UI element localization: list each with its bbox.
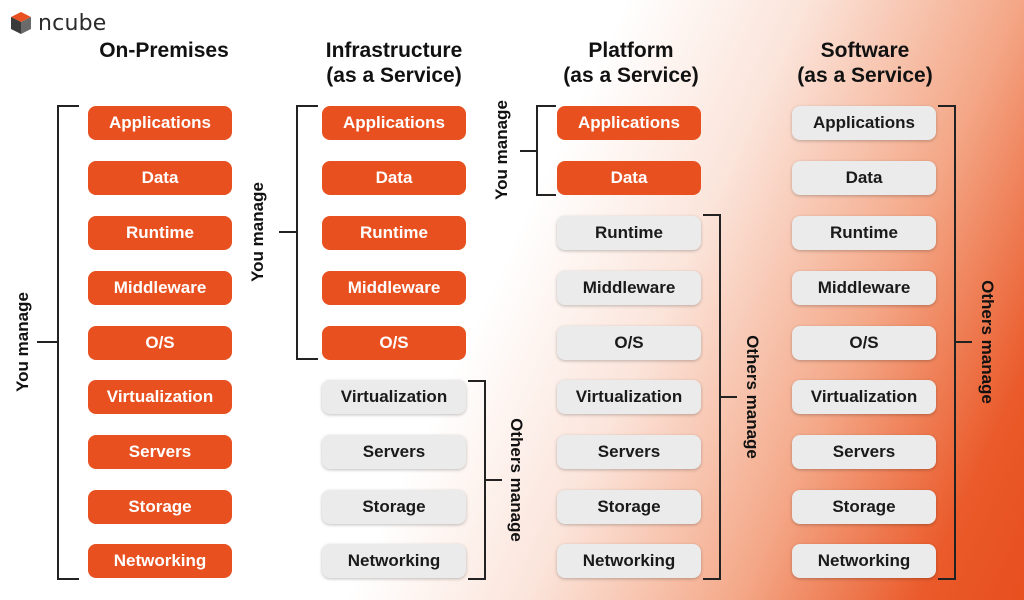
ncube-logo: ncube <box>10 10 106 36</box>
layer-paas-virtualization: Virtualization <box>557 380 701 414</box>
bracket-saas-others <box>938 105 956 580</box>
bracket-iaas-others <box>468 380 486 580</box>
layer-saas-o-s: O/S <box>792 326 936 360</box>
layer-iaas-middleware: Middleware <box>322 271 466 305</box>
layer-onprem-networking: Networking <box>88 544 232 578</box>
title-on-premises: On-Premises <box>49 38 279 63</box>
layer-saas-virtualization: Virtualization <box>792 380 936 414</box>
layer-onprem-o-s: O/S <box>88 326 232 360</box>
label-onprem-you-manage: You manage <box>13 292 32 392</box>
label-iaas-you-manage: You manage <box>248 182 267 282</box>
layer-onprem-runtime: Runtime <box>88 216 232 250</box>
layer-paas-runtime: Runtime <box>557 216 701 250</box>
title-saas: Software (as a Service) <box>750 38 980 88</box>
layer-onprem-applications: Applications <box>88 106 232 140</box>
bracket-tick <box>37 341 57 343</box>
layer-saas-storage: Storage <box>792 490 936 524</box>
layer-onprem-storage: Storage <box>88 490 232 524</box>
title-paas: Platform (as a Service) <box>516 38 746 88</box>
layer-saas-data: Data <box>792 161 936 195</box>
brand-name: ncube <box>38 10 107 36</box>
layer-iaas-applications: Applications <box>322 106 466 140</box>
layer-iaas-virtualization: Virtualization <box>322 380 466 414</box>
label-saas-others-manage: Others manage <box>978 280 997 404</box>
bracket-paas-you <box>536 105 556 196</box>
bracket-tick <box>520 150 536 152</box>
bracket-tick <box>279 231 296 233</box>
layer-saas-runtime: Runtime <box>792 216 936 250</box>
bracket-onprem-you <box>57 105 79 580</box>
bracket-tick <box>486 479 502 481</box>
layer-paas-applications: Applications <box>557 106 701 140</box>
layer-paas-data: Data <box>557 161 701 195</box>
layer-paas-storage: Storage <box>557 490 701 524</box>
label-paas-others-manage: Others manage <box>743 335 762 459</box>
label-iaas-others-manage: Others manage <box>507 418 526 542</box>
title-text: Infrastructure (as a Service) <box>325 39 463 87</box>
bracket-tick <box>721 396 737 398</box>
layer-saas-servers: Servers <box>792 435 936 469</box>
layer-onprem-virtualization: Virtualization <box>88 380 232 414</box>
layer-iaas-networking: Networking <box>322 544 466 578</box>
label-paas-you-manage: You manage <box>492 100 511 200</box>
title-iaas: Infrastructure (as a Service) <box>279 38 509 88</box>
layer-onprem-servers: Servers <box>88 435 232 469</box>
title-text: Platform (as a Service) <box>563 39 699 87</box>
layer-iaas-o-s: O/S <box>322 326 466 360</box>
layer-paas-o-s: O/S <box>557 326 701 360</box>
bracket-iaas-you <box>296 105 318 360</box>
layer-iaas-data: Data <box>322 161 466 195</box>
layer-saas-middleware: Middleware <box>792 271 936 305</box>
layer-onprem-middleware: Middleware <box>88 271 232 305</box>
layer-paas-networking: Networking <box>557 544 701 578</box>
layer-iaas-runtime: Runtime <box>322 216 466 250</box>
layer-iaas-storage: Storage <box>322 490 466 524</box>
layer-saas-applications: Applications <box>792 106 936 140</box>
layer-paas-middleware: Middleware <box>557 271 701 305</box>
layer-paas-servers: Servers <box>557 435 701 469</box>
title-text: On-Premises <box>99 39 229 62</box>
layer-saas-networking: Networking <box>792 544 936 578</box>
layer-iaas-servers: Servers <box>322 435 466 469</box>
cube-icon <box>11 12 31 34</box>
title-text: Software (as a Service) <box>797 39 933 87</box>
bracket-tick <box>956 341 972 343</box>
bracket-paas-others <box>703 214 721 580</box>
layer-onprem-data: Data <box>88 161 232 195</box>
